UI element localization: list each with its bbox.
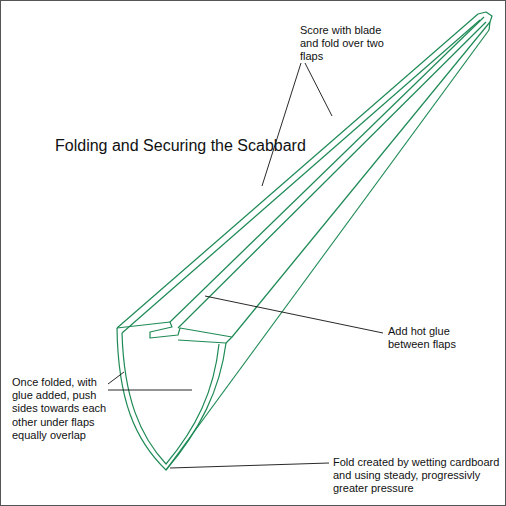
score-groove-lower xyxy=(178,22,486,328)
callout-label: Add hot glue between flaps xyxy=(388,325,488,351)
score-groove xyxy=(170,17,484,322)
leader-line xyxy=(108,390,192,391)
diagram-title: Folding and Securing the Scabbard xyxy=(55,136,355,155)
inner-shell xyxy=(122,333,219,464)
callout-label: Score with blade and fold over two flaps xyxy=(300,24,400,64)
callout-label: Once folded, with glue added, push sides… xyxy=(12,376,120,442)
right-flap-edge xyxy=(232,22,490,337)
callout-label: Fold created by wetting cardboard and us… xyxy=(333,456,501,496)
leader-line xyxy=(108,372,124,384)
leader-line xyxy=(205,296,383,333)
outer-shell xyxy=(117,328,226,470)
leader-line xyxy=(262,63,301,186)
leader-line xyxy=(170,463,329,468)
scabbard-body xyxy=(117,12,492,470)
top-left-edge xyxy=(117,14,478,328)
tip-fold-line xyxy=(166,30,489,470)
leader-line xyxy=(305,63,332,116)
flap-profile xyxy=(117,322,232,343)
end-cap xyxy=(478,12,492,30)
leader-lines xyxy=(108,63,383,468)
